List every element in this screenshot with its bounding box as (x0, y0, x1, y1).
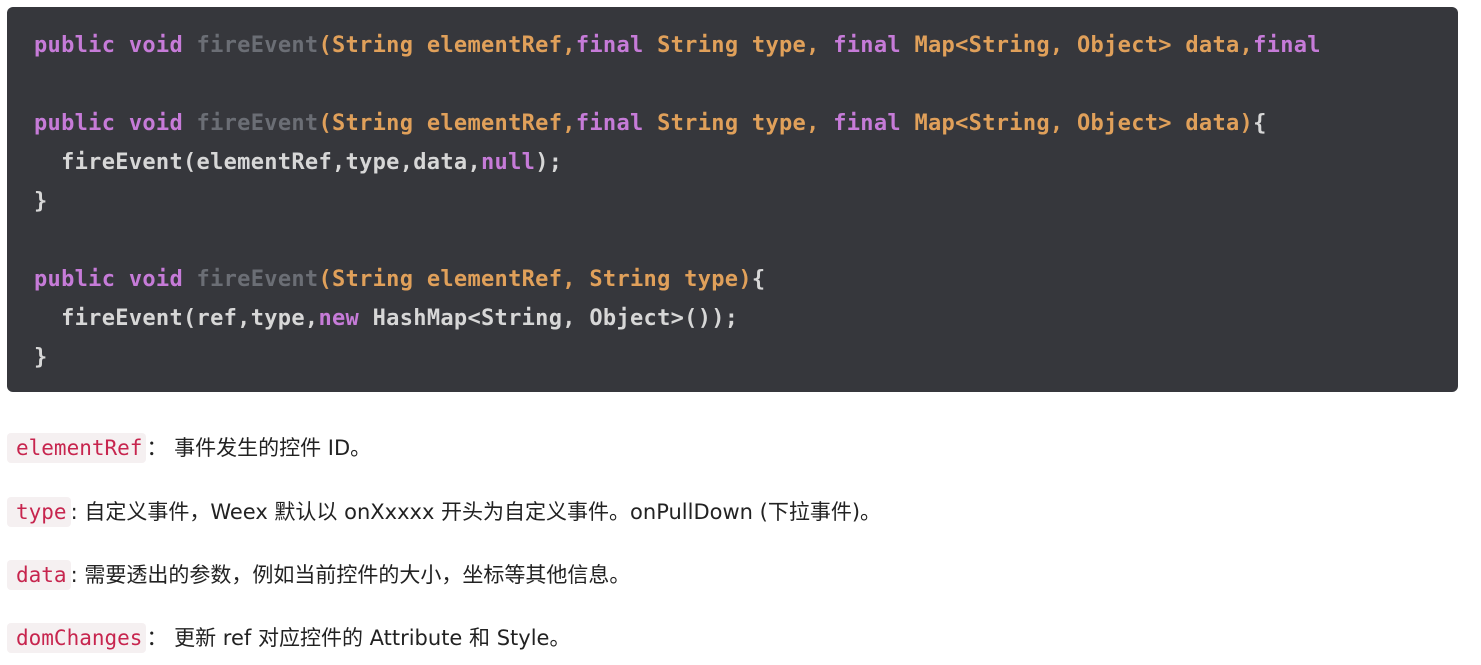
code-line-2: public void fireEvent(String elementRef,… (34, 104, 1267, 143)
function-name: fireEvent (196, 111, 319, 136)
brace: { (751, 267, 766, 292)
keyword: public void (34, 33, 197, 58)
param-description: ： 事件发生的控件 ID。 (146, 436, 372, 460)
plain-code: ); (535, 150, 563, 175)
params-text: Map<String, Object> data, (900, 33, 1254, 58)
code-line-3: fireEvent(elementRef,type,data,null); (34, 143, 562, 182)
param-description: : 需要透出的参数，例如当前控件的大小，坐标等其他信息。 (70, 563, 631, 587)
keyword: final (1253, 33, 1321, 58)
param-name: elementRef (7, 433, 147, 463)
plain-code: fireEvent(elementRef,type,data, (34, 150, 481, 175)
param-data: data: 需要透出的参数，例如当前控件的大小，坐标等其他信息。 (7, 557, 630, 593)
keyword: public void (34, 111, 197, 136)
keyword: final (575, 33, 644, 58)
brace: { (1253, 111, 1267, 136)
function-name: fireEvent (196, 267, 319, 292)
keyword: final (575, 111, 644, 136)
param-type: type: 自定义事件，Weex 默认以 onXxxxx 开头为自定义事件。on… (7, 494, 881, 530)
param-description: ： 更新 ref 对应控件的 Attribute 和 Style。 (146, 626, 571, 650)
param-description: : 自定义事件，Weex 默认以 onXxxxx 开头为自定义事件。onPull… (70, 500, 882, 524)
params-text: (String elementRef, (318, 111, 576, 136)
keyword: null (481, 150, 536, 175)
param-domchanges: domChanges： 更新 ref 对应控件的 Attribute 和 Sty… (7, 620, 570, 656)
plain-code: fireEvent(ref,type, (34, 306, 319, 331)
params-text: (String elementRef, (318, 33, 576, 58)
params-text: String type, (643, 33, 834, 58)
brace: } (34, 189, 48, 214)
keyword: final (833, 33, 901, 58)
param-name: data (7, 560, 71, 590)
keyword: public void (34, 267, 197, 292)
param-elementref: elementRef： 事件发生的控件 ID。 (7, 430, 371, 466)
function-name: fireEvent (196, 33, 319, 58)
params-text: (String elementRef, String type) (318, 267, 752, 292)
code-line-5: public void fireEvent(String elementRef,… (34, 260, 765, 299)
brace: } (34, 345, 48, 370)
keyword: new (318, 306, 360, 331)
params-text: Map<String, Object> data) (900, 111, 1254, 136)
code-line-4: } (34, 182, 48, 221)
code-block: public void fireEvent(String elementRef,… (7, 7, 1458, 392)
params-text: String type, (643, 111, 834, 136)
code-line-6: fireEvent(ref,type,new HashMap<String, O… (34, 299, 738, 338)
param-name: domChanges (7, 623, 147, 653)
code-line-7: } (34, 338, 48, 377)
param-name: type (7, 497, 71, 527)
plain-code: HashMap<String, Object>()); (359, 306, 739, 331)
keyword: final (833, 111, 901, 136)
code-line-1: public void fireEvent(String elementRef,… (34, 26, 1321, 65)
